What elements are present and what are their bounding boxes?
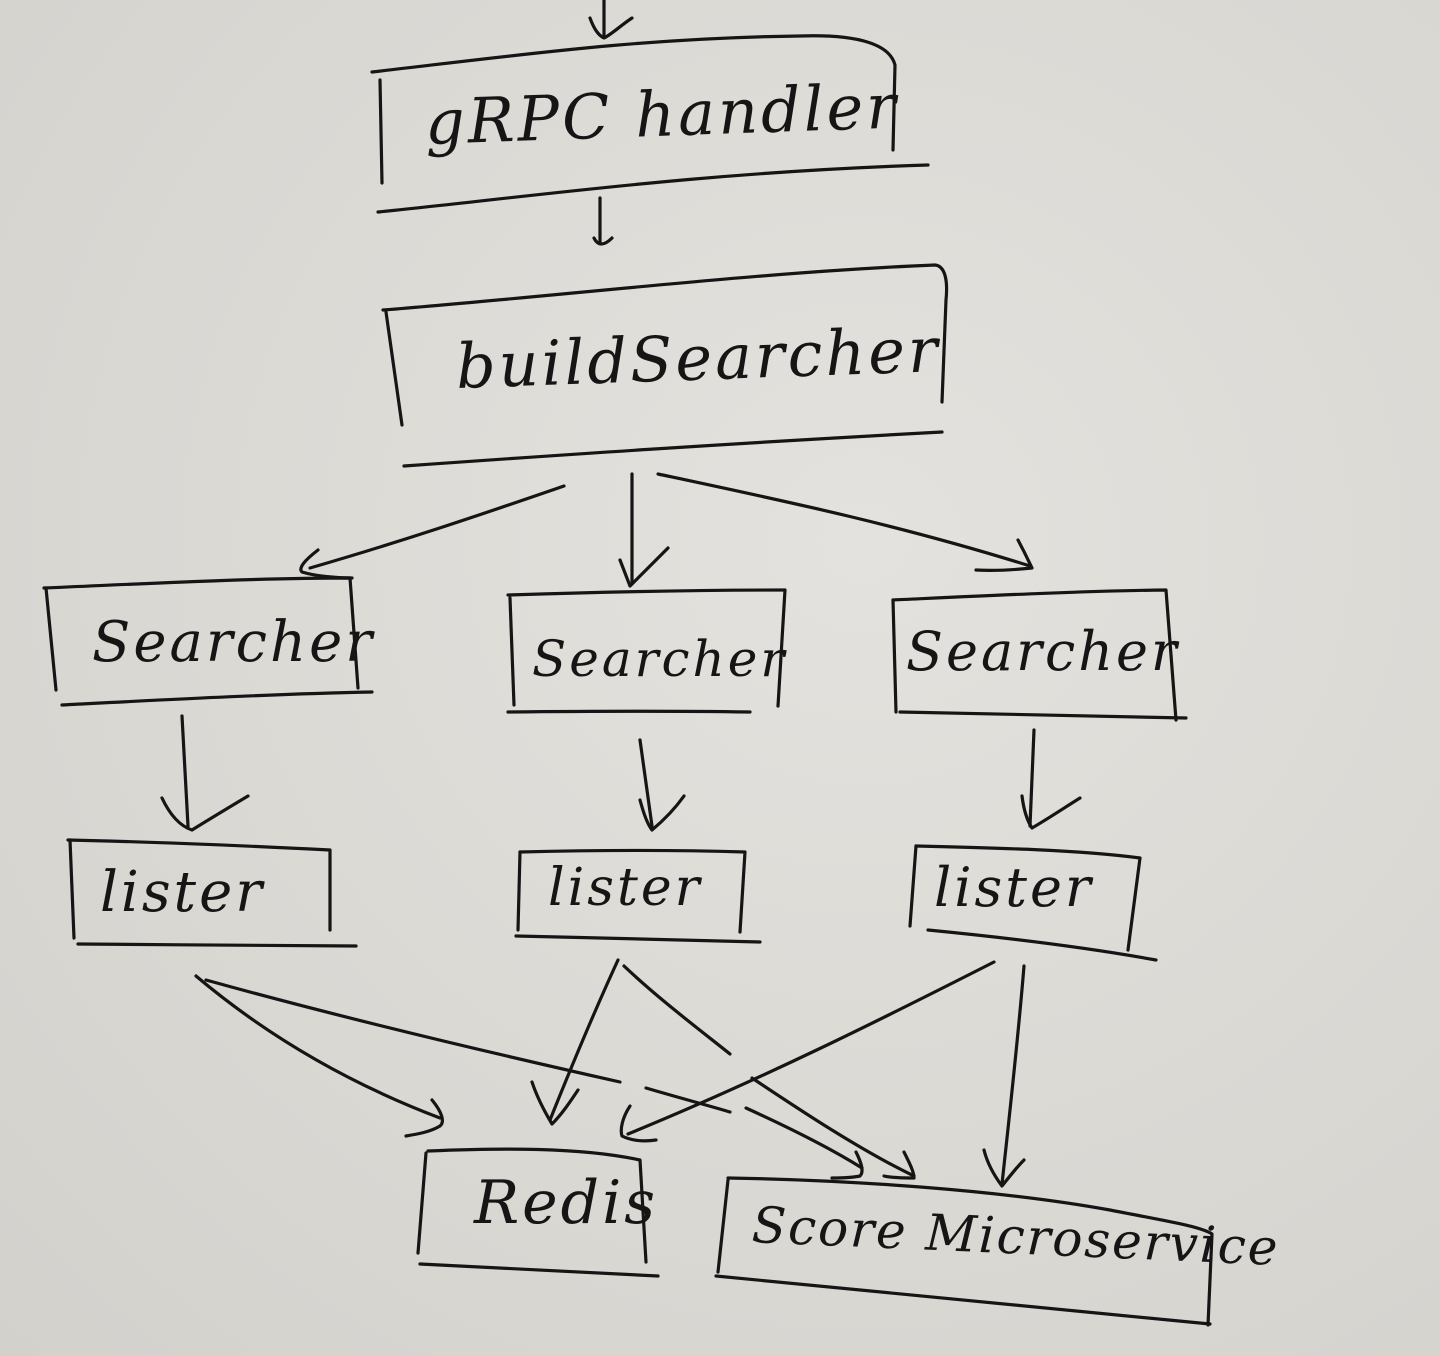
node-lister-2-box	[514, 848, 762, 944]
node-lister-3-box	[908, 844, 1158, 962]
node-redis-label: Redis	[474, 1168, 659, 1238]
edge-lister-1-to-redis	[194, 974, 444, 1138]
edge-searcher-2-to-lister-2	[638, 738, 686, 832]
node-redis-box	[416, 1147, 660, 1278]
node-searcher-2-box	[506, 588, 787, 714]
node-searcher-3-box	[891, 588, 1188, 722]
node-grpc-handler-box	[370, 34, 930, 214]
node-searcher-1-label: Searcher	[92, 610, 375, 675]
node-lister-3-label: lister	[934, 856, 1094, 919]
edge-build-to-searcher-1	[299, 484, 566, 580]
edge-lister-3-to-score	[982, 964, 1026, 1188]
edge-searcher-3-to-lister-3	[1020, 728, 1082, 830]
node-lister-1-box	[66, 838, 358, 948]
node-score-microservice-box	[714, 1176, 1214, 1327]
edge-entry-to-grpc	[588, 0, 634, 40]
node-searcher-2-label: Searcher	[532, 630, 788, 688]
edge-grpc-to-build	[592, 196, 614, 246]
edge-searcher-1-to-lister-1	[160, 714, 250, 832]
node-lister-2-label: lister	[548, 858, 703, 918]
edge-build-to-searcher-2	[618, 472, 670, 588]
node-build-searcher-box	[381, 263, 949, 468]
edge-lister-2-to-score	[622, 964, 916, 1180]
node-lister-1-label: lister	[100, 860, 265, 925]
edge-lister-2-to-redis	[530, 958, 620, 1126]
edge-build-to-searcher-3	[656, 472, 1034, 572]
edge-lister-3-to-redis	[619, 960, 996, 1143]
node-searcher-3-label: Searcher	[906, 620, 1180, 683]
